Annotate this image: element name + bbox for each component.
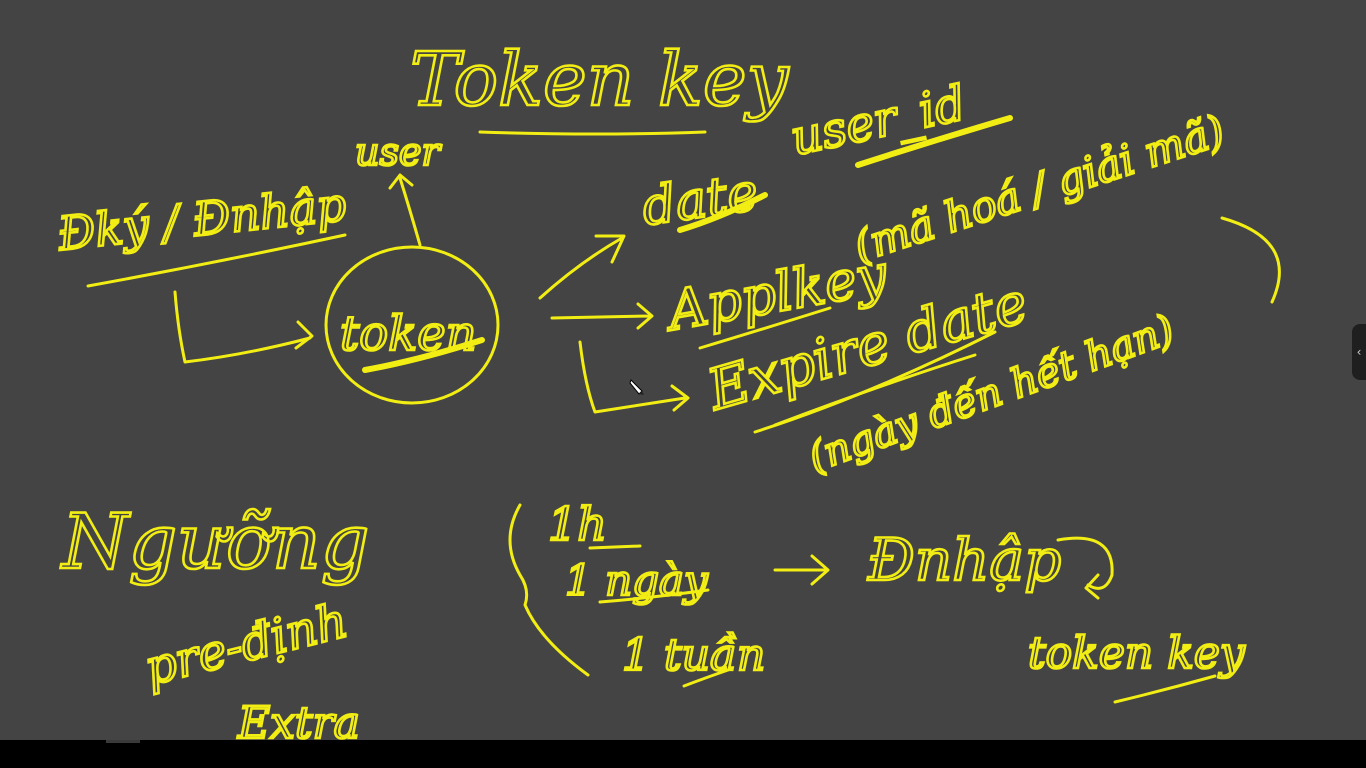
user-id-underline	[855, 115, 1013, 168]
scrollbar-thumb[interactable]	[106, 740, 140, 743]
whiteboard-canvas[interactable]: Token key user Đký / Đnhập token date us…	[0, 0, 1366, 740]
title-underline	[478, 130, 707, 136]
user-id-text: user_id	[786, 75, 971, 167]
arrow-to-token-key	[1056, 536, 1114, 600]
pen-cursor-icon	[629, 379, 644, 395]
login-text: Đký / Đnhập	[55, 177, 349, 261]
title-text: Token key	[410, 37, 790, 123]
whiteboard-drawing: Token key user Đký / Đnhập token date us…	[53, 36, 1281, 740]
token-text: token	[340, 306, 477, 362]
arrow-to-token	[173, 290, 314, 364]
arrow-to-date	[538, 234, 626, 300]
token-key-underline	[1113, 674, 1217, 704]
predefined-text: pre-định	[139, 592, 353, 696]
left-brace	[508, 503, 590, 677]
login-again-text: Đnhập	[867, 526, 1061, 594]
login-underline	[86, 233, 347, 288]
one-week-text: 1 tuần	[622, 630, 765, 681]
token-key-bottom-text: token key	[1028, 628, 1246, 679]
side-panel-toggle[interactable]: ‹	[1352, 324, 1366, 380]
bottom-bar	[0, 740, 1366, 768]
one-week-underline	[682, 668, 730, 688]
expire-underline-2	[773, 353, 977, 427]
arrow-to-expire	[578, 340, 690, 414]
one-hour-underline	[588, 544, 642, 550]
nguong-text: Ngưỡng	[60, 497, 369, 586]
arrow-to-login-again	[773, 554, 830, 586]
date-scribble	[677, 192, 768, 233]
one-hour-text: 1h	[548, 497, 607, 551]
extra-text: Extra	[237, 698, 360, 740]
user-label: user	[355, 130, 442, 174]
right-paren	[1220, 216, 1281, 304]
token-circle	[324, 245, 500, 405]
chevron-left-icon: ‹	[1356, 345, 1362, 359]
arrow-up-to-user	[388, 173, 422, 247]
one-day-underline	[598, 588, 710, 604]
token-scribble	[362, 337, 485, 373]
applkey-underline	[698, 306, 832, 350]
arrow-to-applkey	[550, 302, 654, 330]
